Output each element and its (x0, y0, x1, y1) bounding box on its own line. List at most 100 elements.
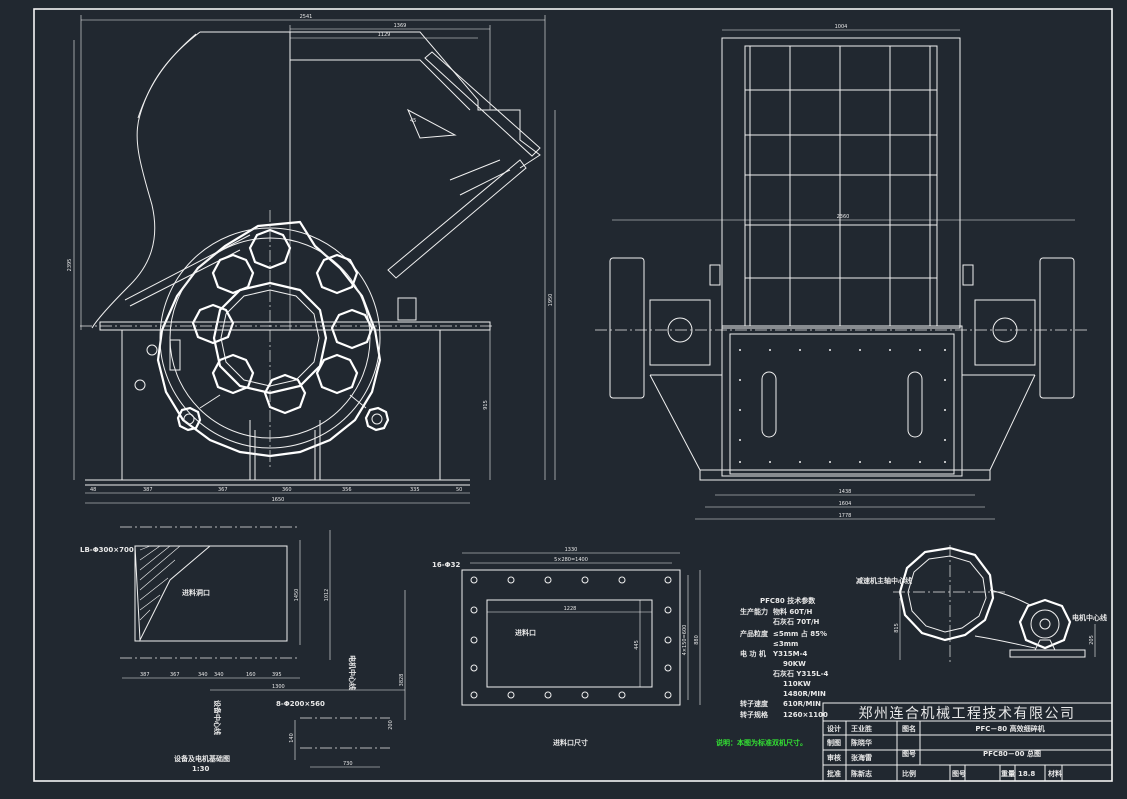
motor-view: 815 205 减速机主轴中心线 电机中心线 (856, 545, 1107, 665)
tb-name-value: PFC－80 高效细碎机 (975, 724, 1044, 733)
tb-weight-label: 重量 (1001, 769, 1015, 778)
dim-f-1450: 1450 (294, 589, 300, 602)
dim-f-b: 367 (170, 672, 180, 678)
tech-v-5: 90KW (783, 660, 806, 668)
bolt-dots (739, 349, 946, 463)
inlet-inner-height: 445 (634, 640, 640, 650)
opening-label: 进料洞口 (182, 588, 210, 597)
tb-name-label: 图名 (902, 724, 916, 733)
tech-v-7: 110KW (783, 680, 811, 688)
dim-f-1012: 1012 (324, 589, 330, 602)
dim-height-left: 2395 (67, 259, 73, 272)
dim-bottom-5: 356 (342, 487, 352, 493)
tb-number-label: 图号 (902, 749, 916, 758)
dim-f-140: 140 (289, 733, 295, 743)
dim-f-f: 395 (272, 672, 282, 678)
tech-v-8: 1480R/MIN (783, 690, 826, 698)
inlet-outer-width: 1330 (565, 547, 578, 553)
dim-bottom-total: 1650 (272, 497, 285, 503)
tb-material-label: 材料 (1047, 769, 1062, 778)
dim-hopper-width: 1369 (394, 23, 407, 29)
angle-label: 45 (410, 118, 416, 124)
tb-v-2: 张海雷 (851, 753, 872, 762)
dim-base-3: 1778 (839, 513, 852, 519)
tech-k-2: 产品粒度 (740, 629, 769, 638)
tb-v-3: 陈新志 (851, 769, 872, 778)
inlet-right-b: 880 (694, 635, 700, 645)
foundation-view: LB-Φ300×700 进料洞口 1450 1012 3828 387 367 … (80, 526, 406, 773)
dim-base-1: 1438 (839, 489, 852, 495)
dim-f-d: 340 (214, 672, 224, 678)
dim-f-c: 340 (198, 672, 208, 678)
drawing-border (33, 8, 1113, 782)
inlet-opening-label: 进料口 (515, 628, 536, 637)
dim-top-width: 1004 (835, 24, 848, 30)
tb-k-1: 制图 (827, 738, 841, 747)
inlet-bolt-span: 5×280=1400 (554, 557, 588, 563)
dim-bottom-4: 360 (282, 487, 292, 493)
dim-bottom-2: 387 (143, 487, 153, 493)
tech-title: PFC80 技术参数 (760, 596, 816, 605)
dim-f-3828: 3828 (399, 674, 405, 687)
tech-v-0: 物料 60T/H (773, 607, 813, 616)
tb-number-value: PFC80－00 总图 (983, 749, 1041, 758)
dim-base-2: 1604 (839, 501, 852, 507)
dim-f-730: 730 (343, 761, 353, 767)
inlet-bolt-label: 16-Φ32 (432, 561, 460, 569)
dim-hopper-inner: 1129 (378, 32, 391, 38)
tb-v-1: 陈晓华 (851, 738, 872, 747)
dim-bottom-1: 48 (90, 487, 96, 493)
dim-f-1300: 1300 (272, 684, 285, 690)
tech-v-4: Y315M-4 (772, 650, 808, 658)
tech-v-3: ≤3mm (773, 640, 798, 648)
inlet-inner-width: 1228 (564, 606, 577, 612)
dim-height-right: 1950 (548, 294, 554, 307)
tb-k-3: 批准 (827, 769, 841, 778)
rotor-holes (191, 228, 374, 415)
dim-bottom-7: 50 (456, 487, 462, 493)
tb-v-0: 王业胜 (851, 724, 872, 733)
dim-bottom-6: 335 (410, 487, 420, 493)
dim-mid-width: 2360 (837, 214, 850, 220)
tb-sheet-label: 图号 (952, 769, 966, 778)
inlet-caption: 进料口尺寸 (553, 738, 588, 747)
tech-k-10: 转子规格 (740, 710, 769, 719)
motor-dim-b: 205 (1089, 635, 1095, 645)
tech-v-9: 610R/MIN (783, 700, 821, 708)
motor-label-right: 电机中心线 (1072, 613, 1107, 622)
inlet-view: 1330 5×280=1400 1228 445 4×150=600 880 1… (432, 547, 701, 747)
front-view: 1004 2360 1438 1604 1778 (595, 24, 1090, 520)
dim-f-e: 160 (246, 672, 256, 678)
inlet-bolt-holes (470, 576, 672, 699)
foundation-caption: 设备及电机基础图 (174, 754, 230, 763)
center-mark-2: 电机中心线 (348, 655, 357, 690)
dim-axis-height: 915 (483, 400, 489, 410)
tech-params: PFC80 技术参数 生产能力 物料 60T/H 石灰石 70T/H 产品粒度 … (716, 596, 828, 747)
title-block: 郑州连合机械工程技术有限公司 设计 王业胜 制图 陈晓华 审核 张海雷 批准 陈… (822, 702, 1113, 782)
inlet-right-a: 4×150=600 (682, 625, 688, 656)
dim-total-width: 2541 (300, 14, 313, 20)
tech-v-1: 石灰石 70T/H (772, 617, 820, 626)
tech-k-0: 生产能力 (740, 607, 768, 616)
tech-k-4: 电 功 机 (740, 649, 766, 658)
center-mark: 设备中心线 (213, 700, 222, 735)
tech-k-9: 转子速度 (740, 699, 769, 708)
tech-v-6: 石灰石 Y315L-4 (772, 669, 828, 678)
side-view: 2541 1369 1129 2395 1950 915 45 (67, 14, 556, 504)
hole-left-label: LB-Φ300×700 (80, 546, 134, 554)
motor-label-left: 减速机主轴中心线 (856, 576, 912, 585)
tech-v-10: 1260×1100 (783, 711, 828, 719)
tb-k-0: 设计 (827, 724, 841, 733)
motor-dim-a: 815 (894, 623, 900, 633)
tb-scale-label: 比例 (902, 769, 916, 778)
dim-bottom-3: 367 (218, 487, 228, 493)
company-name: 郑州连合机械工程技术有限公司 (859, 706, 1076, 722)
tb-k-2: 审核 (827, 753, 841, 762)
dim-f-a: 387 (140, 672, 150, 678)
hole-bottom-label: 8-Φ200×560 (276, 700, 325, 708)
tb-weight-value: 18.8 (1018, 770, 1035, 778)
tech-note: 说明：本图为标准双机尺寸。 (716, 738, 807, 747)
tech-v-2: ≤5mm 占 85% (773, 629, 827, 638)
dim-f-200: 200 (388, 720, 394, 730)
